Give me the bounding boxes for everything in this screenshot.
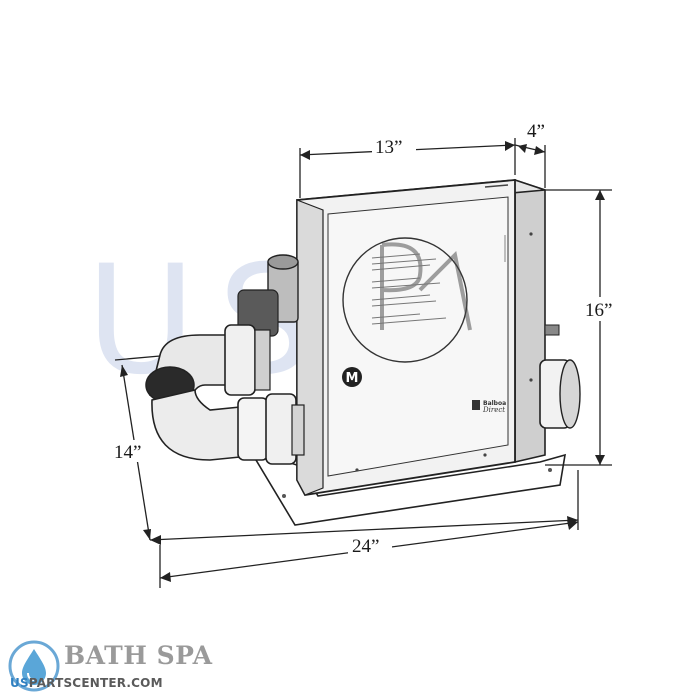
brand-url-prefix: US xyxy=(10,676,29,690)
dimension-width-bottom: 24” xyxy=(352,536,379,557)
dimension-arrows xyxy=(120,141,605,582)
panel-warning-text xyxy=(371,253,447,325)
water-drop-icon xyxy=(8,640,60,692)
brand-url-rest: PARTSCENTER.COM xyxy=(28,676,163,690)
dimension-depth-top: 4” xyxy=(527,121,545,142)
right-union xyxy=(539,324,581,429)
panel-circle xyxy=(342,237,468,363)
control-box: M Balboa Direct xyxy=(296,178,546,496)
panel-logo xyxy=(342,367,362,387)
dimension-height-right: 16” xyxy=(585,300,612,321)
panel-brand-bottom: Direct xyxy=(482,406,505,414)
dimension-width-top: 13” xyxy=(375,137,402,158)
lower-elbow xyxy=(151,388,305,465)
panel-brand-top: Balboa xyxy=(483,400,506,407)
brand-url: USPARTSCENTER.COM xyxy=(10,676,163,690)
dimension-depth-left: 14” xyxy=(114,442,141,463)
brand-name: BATH SPA xyxy=(64,641,213,670)
panel-logo-letter: M xyxy=(346,371,359,386)
